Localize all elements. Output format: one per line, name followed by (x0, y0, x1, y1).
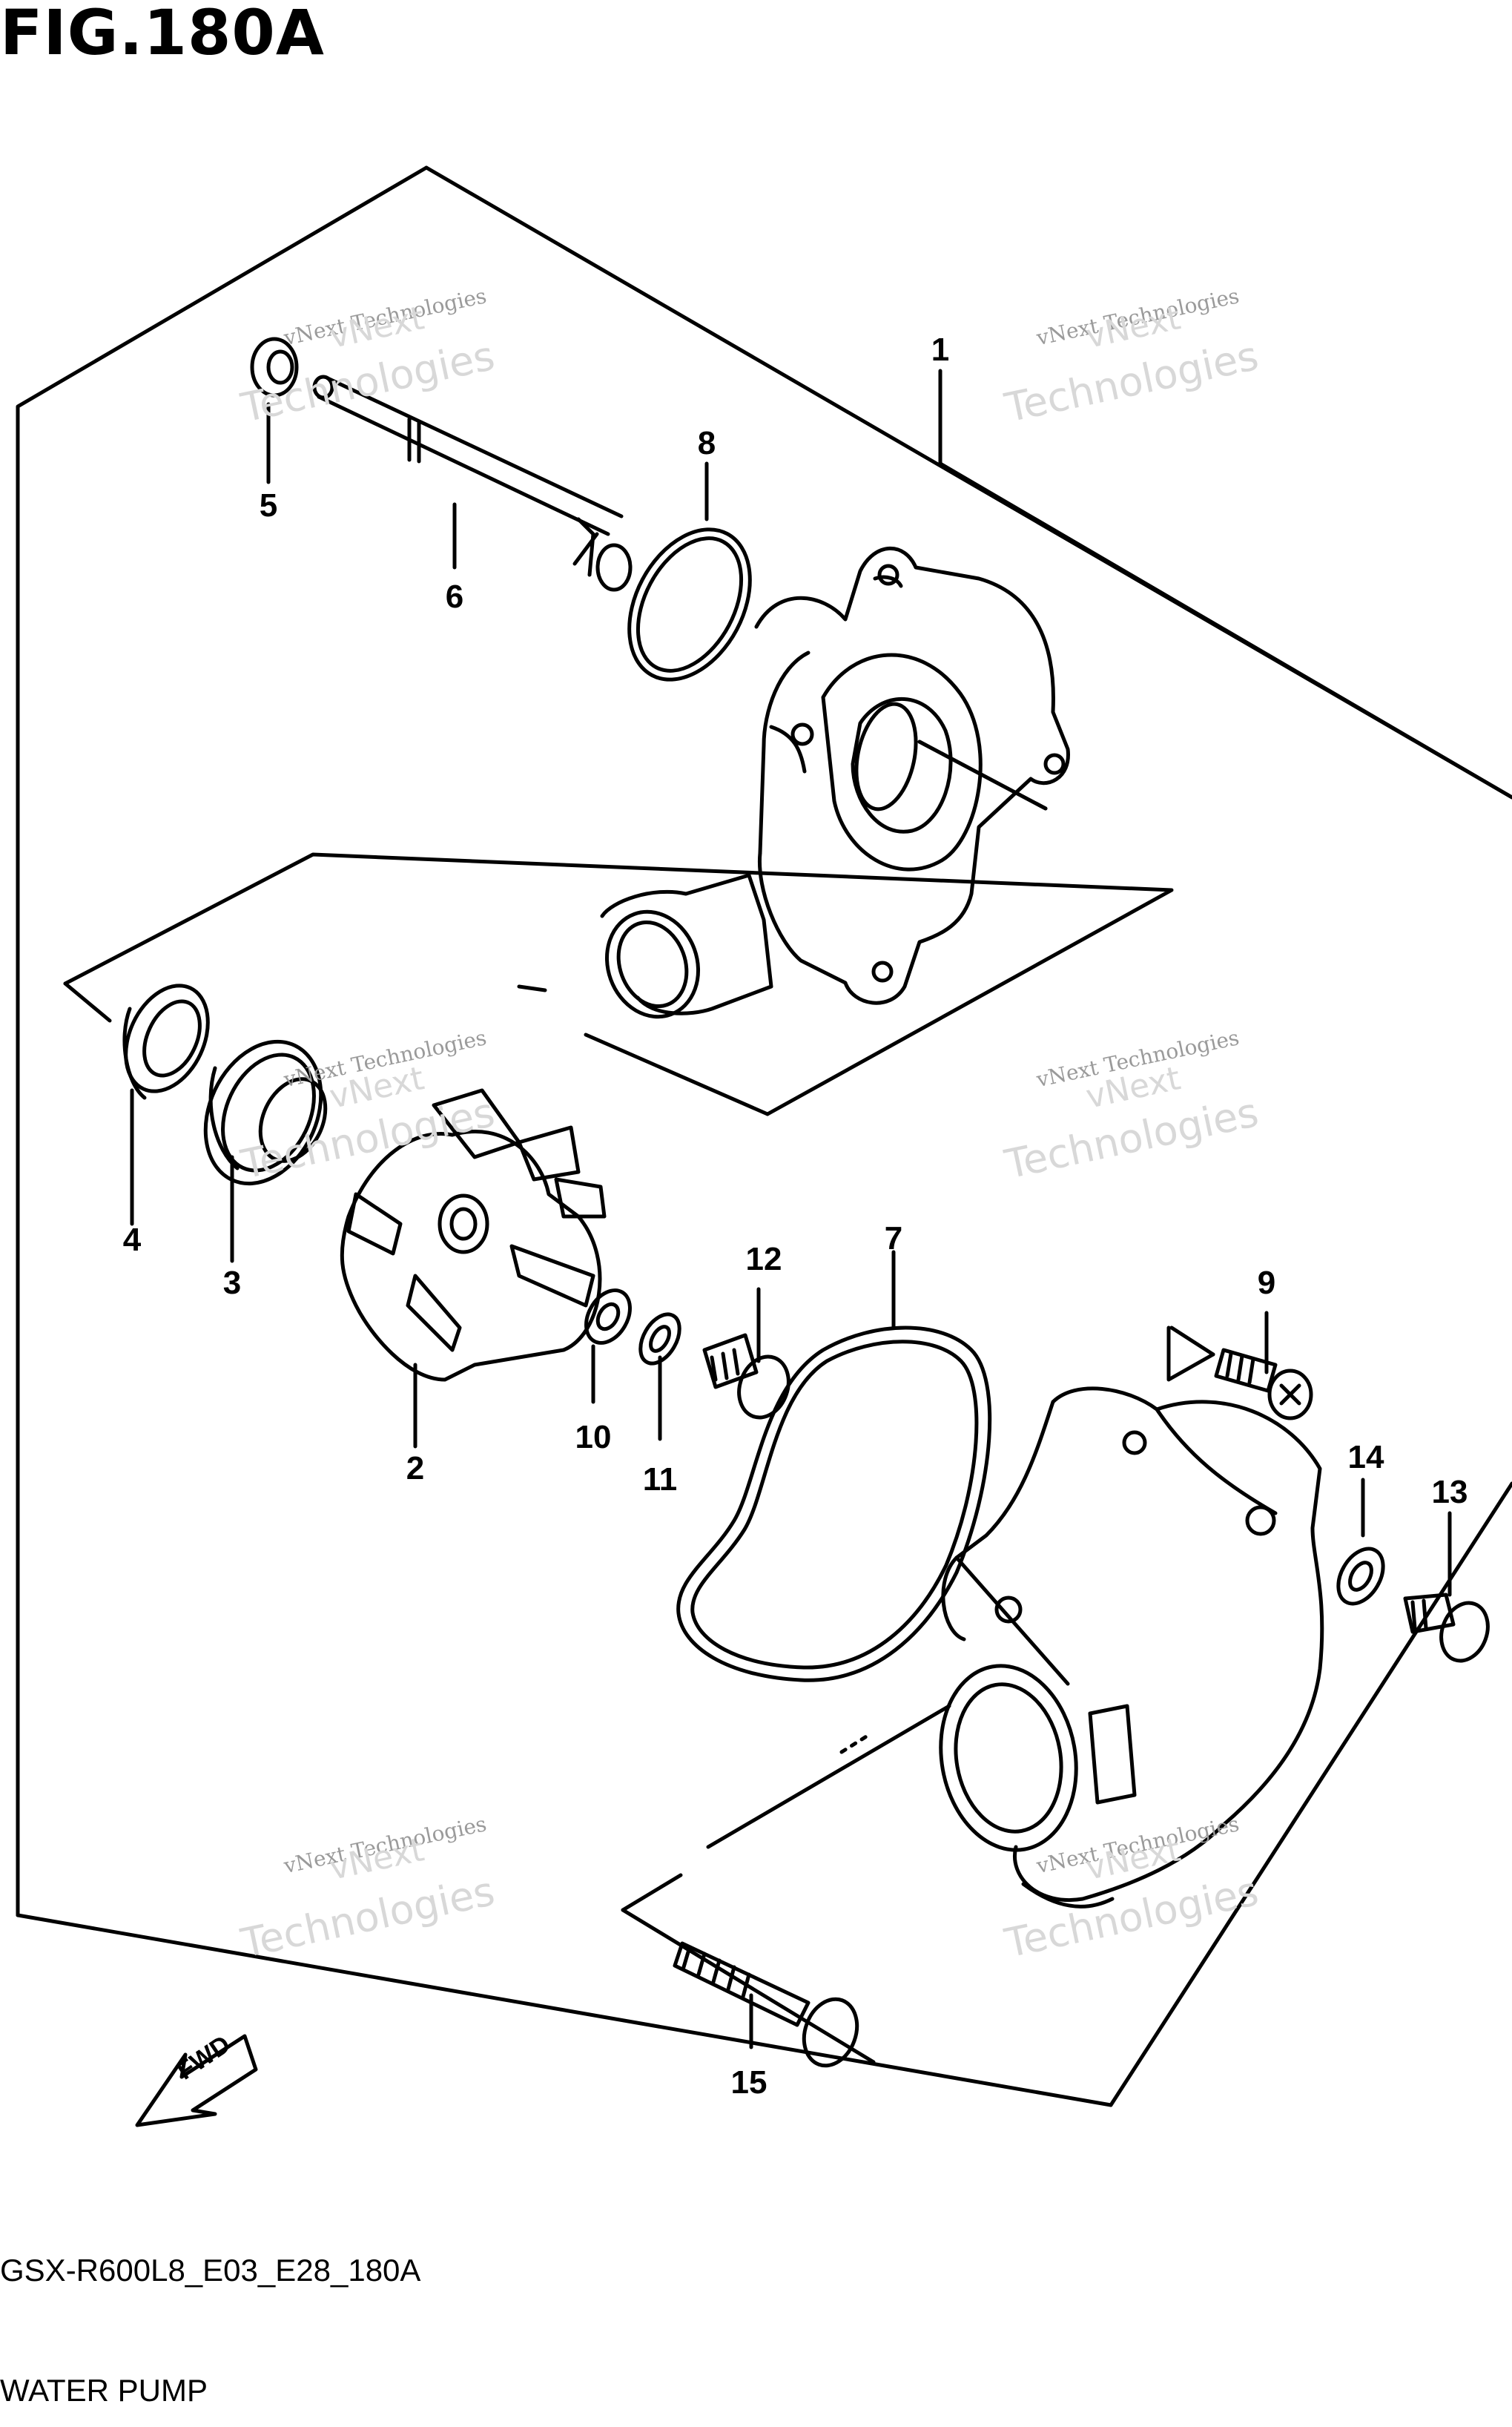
assembly-boundary-left (16, 165, 429, 1917)
upper-subbox (63, 852, 1174, 1116)
callout-7: 7 (884, 1220, 903, 1257)
callout-6: 6 (445, 579, 464, 615)
callout-9: 9 (1257, 1265, 1276, 1301)
callout-3: 3 (222, 1265, 242, 1301)
callout-12: 12 (745, 1241, 782, 1277)
assembly-boundary-bottom (16, 1913, 1113, 2107)
part-1-pump-body (600, 546, 1070, 1019)
part-12-bolt (702, 1333, 790, 1420)
callout-1: 1 (931, 332, 950, 368)
part-7-gasket (676, 1326, 992, 1682)
part-11-nut (638, 1312, 681, 1366)
callout-14: 14 (1347, 1439, 1384, 1475)
part-2-impeller (340, 1088, 607, 1382)
pump-cover (939, 1386, 1324, 1909)
part-9-screw (1214, 1348, 1313, 1420)
part-14-washer (1336, 1547, 1385, 1606)
part-15-long-bolt (673, 1941, 859, 2068)
callout-5: 5 (259, 487, 278, 524)
callout-8: 8 (697, 425, 716, 461)
part-4-oil-seal (122, 984, 210, 1100)
callout-4: 4 (122, 1222, 142, 1258)
callout-10: 10 (575, 1419, 612, 1455)
part-8-oring (627, 527, 752, 682)
part-5-washer (250, 337, 299, 398)
part-10-washer (584, 1288, 632, 1345)
callout-13: 13 (1431, 1474, 1468, 1510)
fwd-arrow-icon (135, 2034, 258, 2127)
figure-title: FIG.180A (0, 0, 325, 69)
callout-11: 11 (642, 1461, 678, 1498)
part-3-mechanical-seal (203, 1039, 328, 1186)
callout-15: 15 (730, 2064, 767, 2101)
assembly-boundary-right (1109, 1481, 1512, 2107)
lower-subbox (1169, 1326, 1215, 1357)
part-6-shaft (312, 375, 633, 592)
diagram-name: WATER PUMP (0, 2373, 208, 2408)
part-13-bolt (1403, 1593, 1490, 1663)
callout-2: 2 (406, 1450, 425, 1486)
diagram-code: GSX-R600L8_E03_E28_180A (0, 2253, 421, 2288)
